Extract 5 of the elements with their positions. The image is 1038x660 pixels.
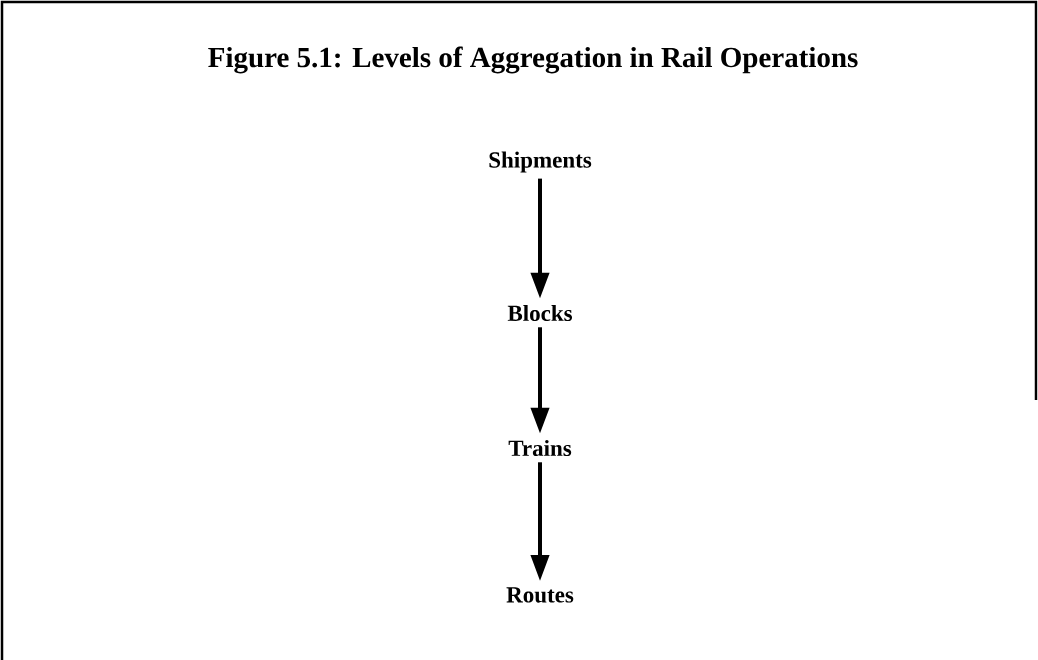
- node-label: Routes: [506, 587, 574, 603]
- node-label: Trains: [508, 439, 572, 457]
- title: Figure 5.1: Levels of Aggregation in Rail Operations: [208, 46, 858, 74]
- node-label: Blocks: [507, 304, 573, 322]
- node-label: Shipments: [489, 151, 592, 173]
